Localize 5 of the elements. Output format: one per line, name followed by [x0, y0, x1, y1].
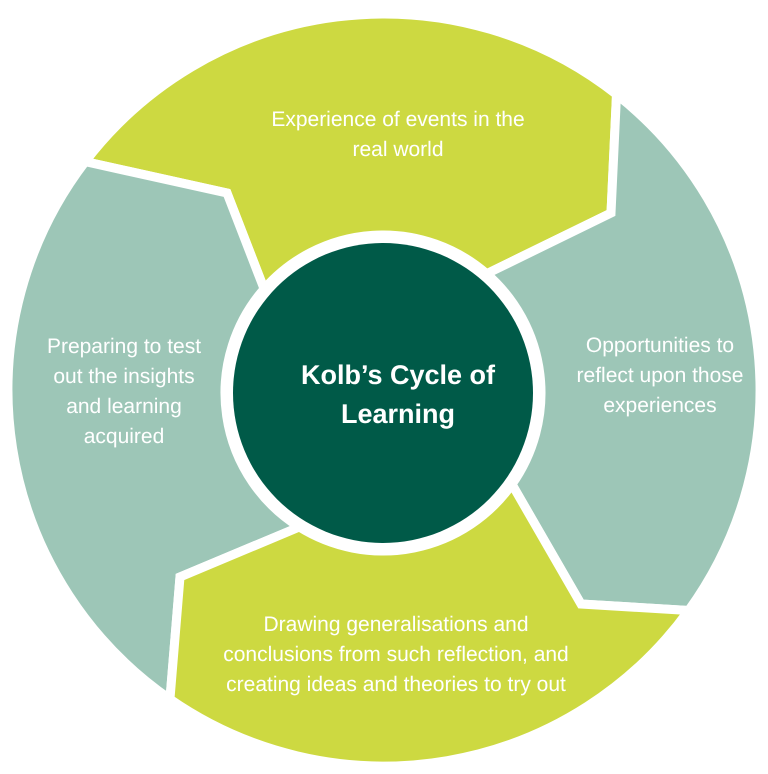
stage-label: Drawing generalisations and conclusions from such reflection, and creating ideas and theories to try out [222, 612, 570, 698]
cycle-title: Kolb’s Cycle of Learning [300, 359, 496, 431]
stage-label: Opportunities to reflect upon those experiences [576, 333, 744, 419]
stage-label: Experience of events in the real world [270, 107, 526, 163]
stage-label: Preparing to test out the insights and learning acquired [46, 334, 202, 450]
